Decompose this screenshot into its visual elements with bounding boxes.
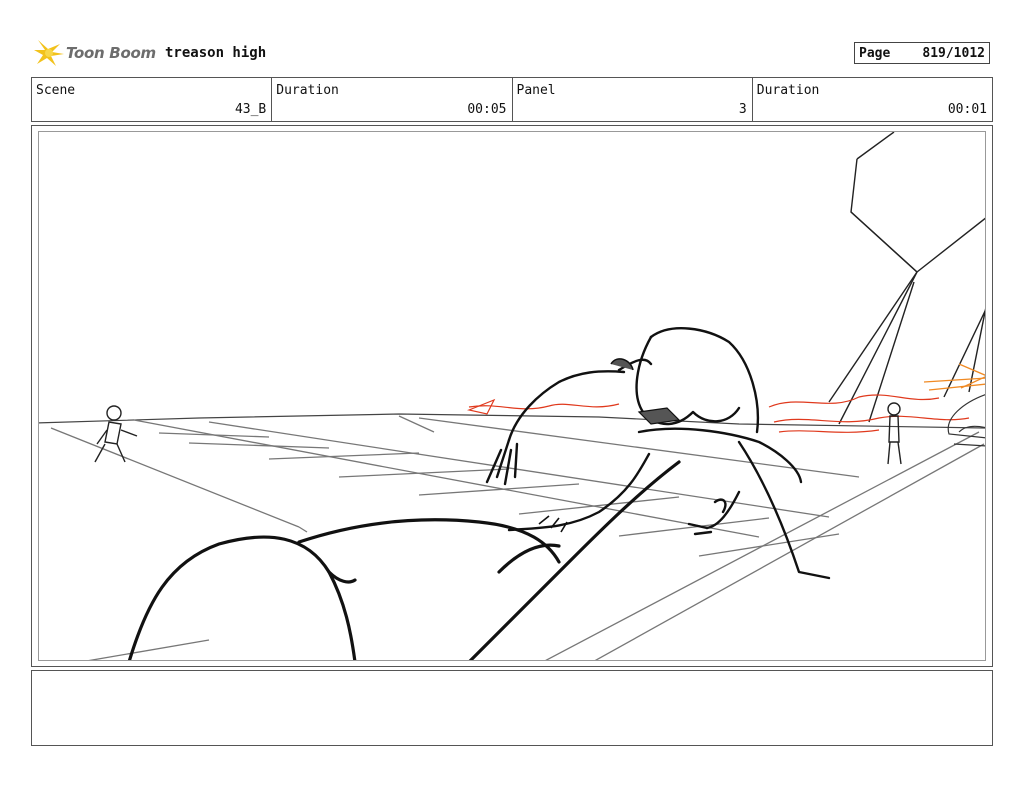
panel-notes: [31, 670, 993, 746]
page-label: Page: [859, 46, 891, 61]
project-title: treason high: [165, 45, 267, 61]
toon-boom-star-icon: [34, 40, 64, 66]
logo-text: Toon Boom: [66, 44, 156, 62]
panel-duration-value: 00:01: [947, 102, 987, 117]
page-value: 819/1012: [922, 46, 985, 61]
duration-label: Duration: [276, 83, 339, 98]
panel-sketch: [39, 132, 985, 660]
scene-cell: Scene 43_B: [32, 78, 273, 121]
panel-cell: Panel 3: [513, 78, 753, 121]
duration-value: 00:05: [467, 102, 507, 117]
panel-duration-cell: Duration 00:01: [753, 78, 992, 121]
panel-label: Panel: [516, 83, 556, 98]
panel-drawing-area: [38, 131, 986, 661]
page-indicator: Page 819/1012: [854, 42, 990, 64]
panel-duration-label: Duration: [756, 83, 820, 98]
toon-boom-logo: Toon Boom: [34, 38, 158, 68]
scene-value: 43_B: [234, 102, 267, 117]
panel-value: 3: [738, 102, 747, 117]
scene-label: Scene: [36, 83, 76, 98]
storyboard-panel: [31, 125, 993, 667]
duration-cell: Duration 00:05: [272, 78, 513, 121]
info-row: Scene 43_B Duration 00:05 Panel 3 Durati…: [31, 77, 993, 122]
